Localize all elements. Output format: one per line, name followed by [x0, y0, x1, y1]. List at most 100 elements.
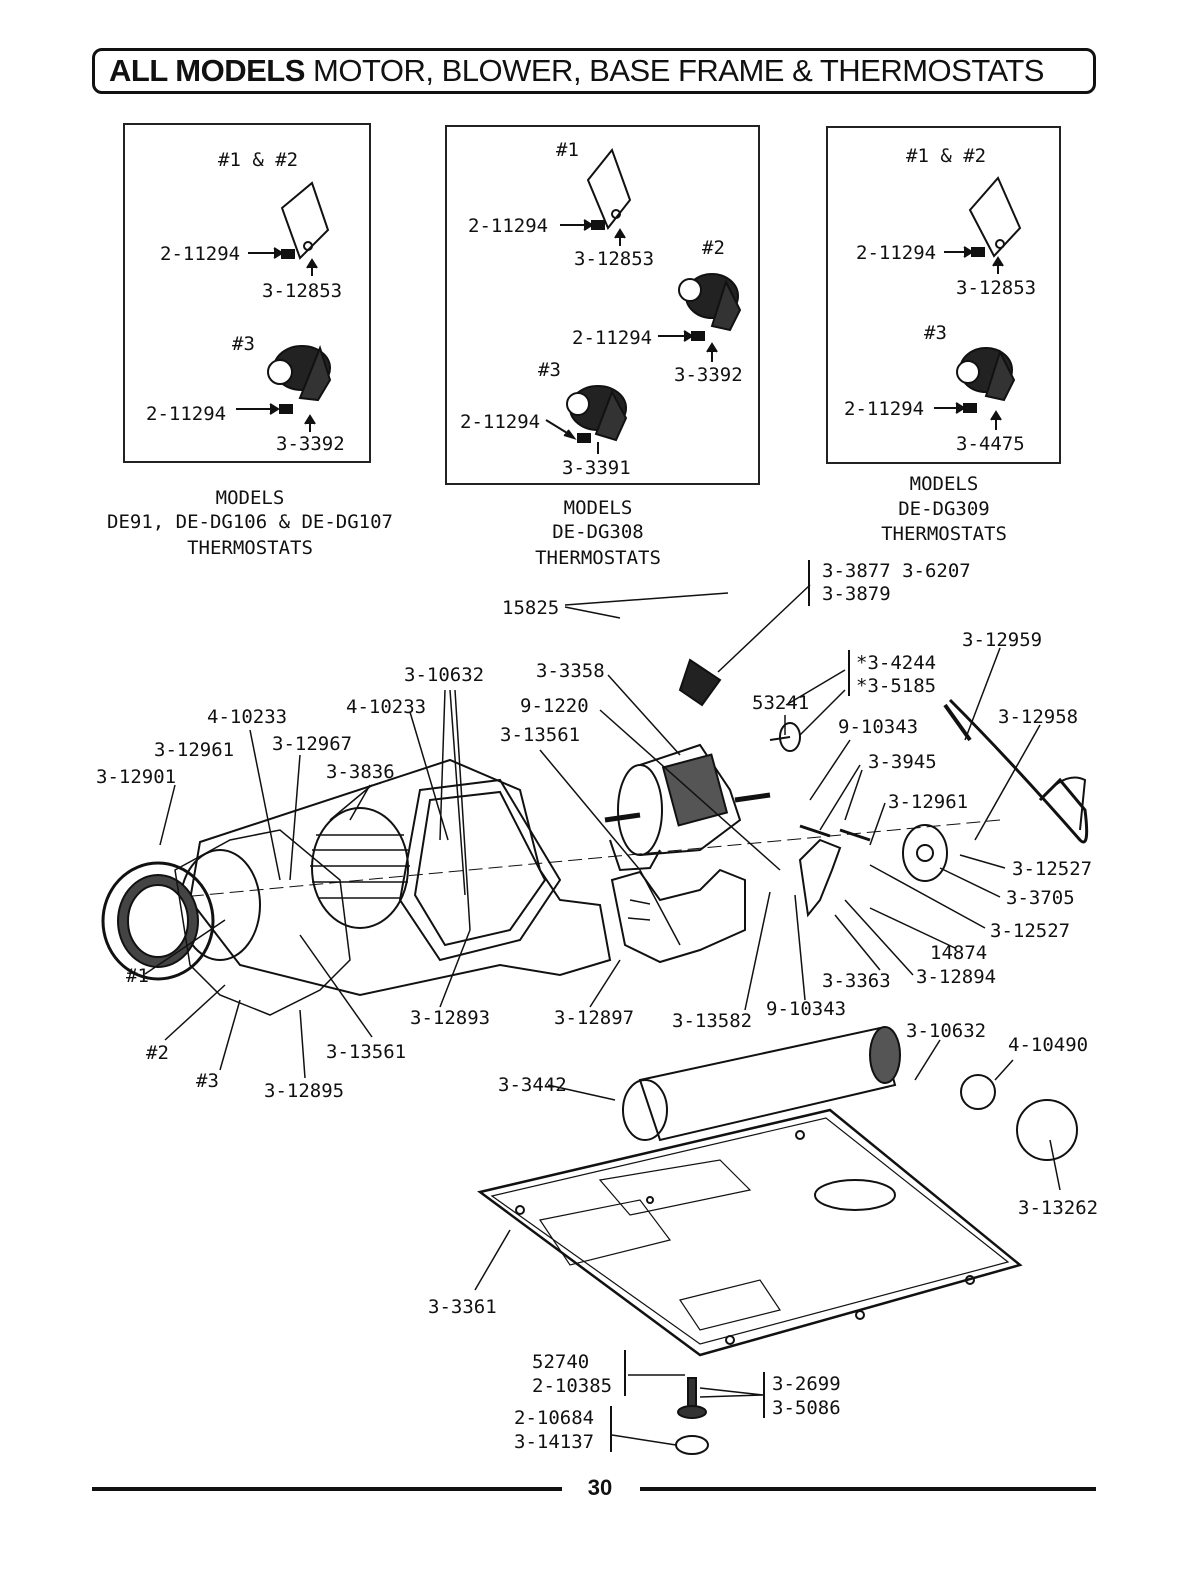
- part-label: 3-3705: [1006, 887, 1075, 909]
- inset3-part-2-11294-b: 2-11294: [844, 398, 925, 420]
- part-label: #2: [146, 1042, 169, 1064]
- inset2-part-3-3391: 3-3391: [562, 457, 631, 479]
- part-label: 53241: [752, 692, 810, 714]
- part-label: 9-10343: [838, 716, 919, 738]
- part-label: 3-3877 3-6207: [822, 560, 971, 582]
- part-3-2699-bracket: [763, 1372, 765, 1418]
- part-label: 3-10632: [404, 664, 485, 686]
- part-label: 3-13561: [500, 724, 581, 746]
- part-label: *3-5185: [856, 675, 937, 697]
- page-title: ALL MODELS MOTOR, BLOWER, BASE FRAME & T…: [92, 48, 1096, 94]
- part-label: 3-13262: [1018, 1197, 1099, 1219]
- inset-thermostats-1: [123, 123, 371, 463]
- part-label: 3-12967: [272, 733, 353, 755]
- part-label: 3-3363: [822, 970, 891, 992]
- part-label: #1: [126, 965, 149, 987]
- part-52740-bracket: [624, 1350, 626, 1396]
- part-label: 3-12961: [154, 739, 235, 761]
- inset3-part-3-12853: 3-12853: [956, 277, 1037, 299]
- title-bold: ALL MODELS: [109, 53, 305, 88]
- inset1-caption-models: MODELS: [215, 487, 285, 509]
- part-label: 3-10632: [906, 1020, 987, 1042]
- part-label: 3-3442: [498, 1074, 567, 1096]
- part-label: 4-10490: [1008, 1034, 1089, 1056]
- inset1-label-1-and-2: #1 & #2: [218, 149, 299, 171]
- idler-assembly-drawing: [769, 722, 948, 918]
- part-3-4244-bracket: [848, 650, 850, 696]
- part-label: 52740: [532, 1351, 590, 1373]
- leveling-leg-drawing: [675, 1377, 709, 1455]
- part-label: 3-3945: [868, 751, 937, 773]
- inset3-part-2-11294-a: 2-11294: [856, 242, 937, 264]
- part-label: 3-12897: [554, 1007, 635, 1029]
- title-rest: MOTOR, BLOWER, BASE FRAME & THERMOSTATS: [304, 53, 1044, 88]
- part-label: 9-1220: [520, 695, 589, 717]
- part-label: 3-13561: [326, 1041, 407, 1063]
- inset3-label-3: #3: [924, 322, 947, 344]
- part-label: 3-12959: [962, 629, 1043, 651]
- part-3-3877-bracket: [808, 560, 810, 606]
- inset3-caption-models: MODELS: [909, 473, 979, 495]
- leader-lines: [144, 584, 1061, 1446]
- part-label: 15825: [502, 597, 560, 619]
- inset1-part-3-12853: 3-12853: [262, 280, 343, 302]
- inset2-thermostat-drawings: [545, 147, 742, 454]
- inset2-part-3-3392: 3-3392: [674, 364, 743, 386]
- footer-rule-right: [640, 1487, 1096, 1491]
- inset1-thermostat-drawings: [236, 181, 332, 432]
- inset3-thermostat-drawings: [934, 176, 1022, 430]
- motor-mount-drawing: [610, 868, 746, 964]
- inset2-label-2: #2: [702, 237, 725, 259]
- inset1-caption-model-list: DE91, DE-DG106 & DE-DG107: [107, 511, 393, 533]
- part-label: 3-5086: [772, 1397, 841, 1419]
- inset2-caption-models: MODELS: [563, 497, 633, 519]
- part-label: 2-10385: [532, 1375, 613, 1397]
- inset1-label-3: #3: [232, 333, 255, 355]
- part-label: 3-12894: [916, 966, 997, 988]
- part-label: 3-12895: [264, 1080, 345, 1102]
- inset3-label-1-and-2: #1 & #2: [906, 145, 987, 167]
- drum-drawing: [622, 1026, 901, 1142]
- inset3-caption-thermostats: THERMOSTATS: [881, 523, 1007, 545]
- part-label: 3-3361: [428, 1296, 497, 1318]
- inset3-caption-model-list: DE-DG309: [898, 498, 990, 520]
- inset2-caption-model-list: DE-DG308: [552, 521, 644, 543]
- inset-thermostats-2: [445, 125, 760, 485]
- inset1-part-3-3392: 3-3392: [276, 433, 345, 455]
- part-label: 3-3836: [326, 761, 395, 783]
- inset2-label-1: #1: [556, 139, 579, 161]
- inset2-part-2-11294-a: 2-11294: [468, 215, 549, 237]
- inset2-caption-thermostats: THERMOSTATS: [535, 547, 661, 569]
- part-label: 3-12893: [410, 1007, 491, 1029]
- inset1-part-2-11294-a: 2-11294: [160, 243, 241, 265]
- part-label: 2-10684: [514, 1407, 595, 1429]
- part-label: 4-10233: [207, 706, 288, 728]
- part-2-10684-bracket: [610, 1406, 612, 1452]
- part-label: 14874: [930, 942, 988, 964]
- part-label: 3-3879: [822, 583, 891, 605]
- part-label: 3-12527: [990, 920, 1071, 942]
- part-label: *3-4244: [856, 652, 937, 674]
- part-label: 3-2699: [772, 1373, 841, 1395]
- inset2-part-2-11294-c: 2-11294: [460, 411, 541, 433]
- blower-housing-drawing: [101, 758, 612, 1016]
- inset2-label-3: #3: [538, 359, 561, 381]
- part-label: 3-12961: [888, 791, 969, 813]
- part-label: #3: [196, 1070, 219, 1092]
- part-label: 3-12958: [998, 706, 1079, 728]
- part-label: 9-10343: [766, 998, 847, 1020]
- inset2-part-3-12853: 3-12853: [574, 248, 655, 270]
- part-label: 3-13582: [672, 1010, 753, 1032]
- footer-rule-left: [92, 1487, 562, 1491]
- inset1-caption-thermostats: THERMOSTATS: [187, 537, 313, 559]
- inset-thermostats-3: [826, 126, 1061, 464]
- part-label: 3-3358: [536, 660, 605, 682]
- inset3-part-3-4475: 3-4475: [956, 433, 1025, 455]
- part-label: 3-14137: [514, 1431, 595, 1453]
- inset2-part-2-11294-b: 2-11294: [572, 327, 653, 349]
- part-label: 3-12527: [1012, 858, 1093, 880]
- page-number: 30: [587, 1475, 613, 1500]
- inset1-part-2-11294-b: 2-11294: [146, 403, 227, 425]
- part-label: 3-12901: [96, 766, 177, 788]
